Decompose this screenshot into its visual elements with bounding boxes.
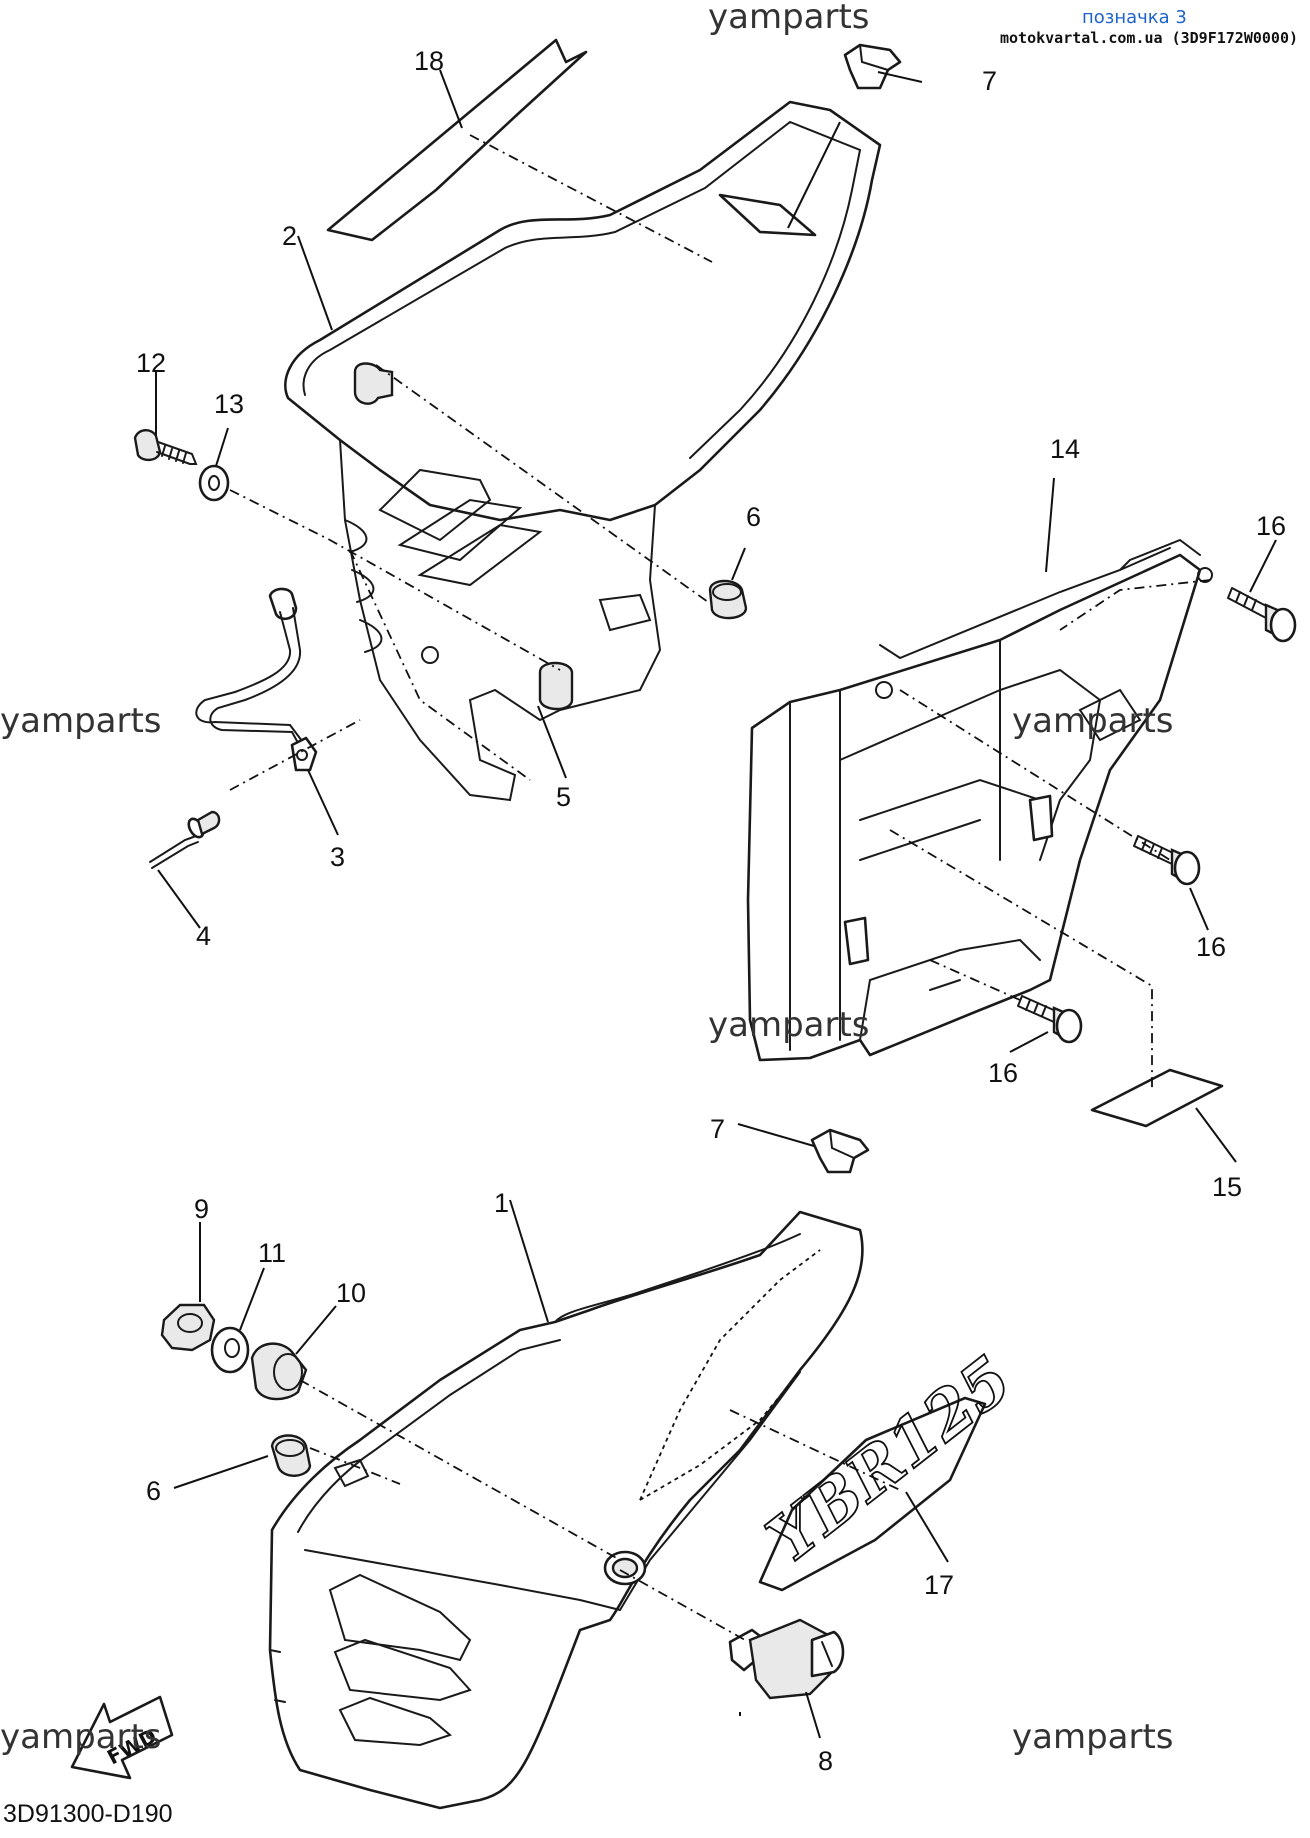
assembly-lines (229, 134, 1211, 1641)
clip-nut-part-7-bottom (810, 1128, 870, 1174)
part-label: 11 (258, 1238, 286, 1268)
part-label: 17 (924, 1570, 954, 1600)
part-label: 10 (336, 1278, 366, 1308)
watermarks: yamparts yamparts yamparts yamparts yamp… (0, 0, 1174, 1757)
bolt-part-16-mid (1133, 835, 1201, 886)
clip-nut-part-7-top (843, 43, 902, 90)
watermark-text: yamparts (708, 1005, 870, 1045)
part-label: 8 (818, 1746, 833, 1776)
part-label: 6 (746, 502, 761, 532)
watermark-text: yamparts (1012, 1717, 1174, 1757)
part-label: 3 (330, 842, 345, 872)
part-label: 2 (282, 221, 297, 251)
part-label: 9 (194, 1194, 209, 1224)
watermark-text: yamparts (0, 1717, 162, 1757)
washer-part-11 (210, 1326, 250, 1374)
diagram-code: 3D91300-D190 (3, 1800, 173, 1828)
part-label: 5 (556, 782, 571, 812)
part-label: 14 (1050, 434, 1080, 464)
part-label: 16 (988, 1058, 1018, 1088)
rivet-part-4 (149, 810, 221, 869)
part-label: 16 (1196, 932, 1226, 962)
lock-part-8 (728, 1618, 845, 1700)
part-label: 12 (136, 348, 166, 378)
bolt-part-12 (133, 429, 198, 465)
header-label: позначка 3 (1082, 7, 1187, 28)
part-label: 16 (1256, 511, 1286, 541)
bolt-part-16-top (1227, 587, 1297, 643)
bolt-part-16-bottom (1017, 995, 1083, 1044)
grommet-part-6-bottom (270, 1434, 312, 1477)
washer-part-13 (198, 464, 230, 502)
decal-strip-part-18 (326, 38, 588, 242)
part-label: 1 (494, 1188, 509, 1218)
part-label: 4 (196, 921, 211, 951)
lower-side-cover-part-1 (268, 1210, 864, 1810)
part-label: 15 (1212, 1172, 1242, 1202)
part-labels: 18 7 2 12 13 6 5 3 4 14 16 16 16 15 7 1 … (136, 46, 1286, 1776)
part-label: 6 (146, 1476, 161, 1506)
watermark-text: yamparts (0, 701, 162, 741)
nut-part-9 (160, 1303, 216, 1352)
part-label: 7 (982, 66, 997, 96)
leader-lines (155, 69, 1277, 1739)
part-label: 7 (710, 1114, 725, 1144)
header-source: motokvartal.com.ua (3D9F172W0000) (1000, 29, 1298, 47)
part-label: 18 (414, 46, 444, 76)
watermark-text: yamparts (708, 0, 870, 37)
bracket-wire-part-3 (195, 587, 318, 772)
upper-side-cover-part-2 (284, 100, 882, 802)
watermark-text: yamparts (1012, 701, 1174, 741)
pad-part-15 (1090, 1068, 1224, 1128)
battery-box-part-14 (746, 538, 1213, 1062)
grommet-part-6-top (708, 579, 748, 620)
part-label: 13 (214, 389, 244, 419)
